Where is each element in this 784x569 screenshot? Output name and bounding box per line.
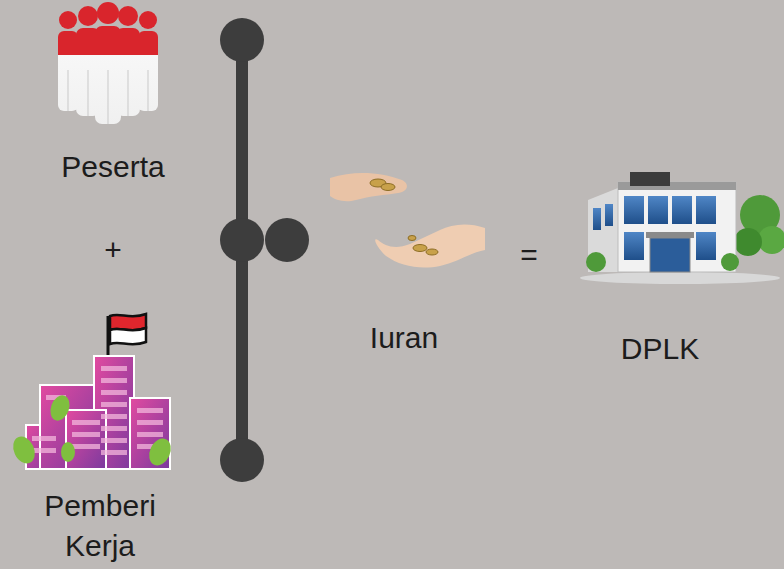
- equals-sign: =: [509, 235, 549, 275]
- company-icon: [9, 314, 175, 469]
- people-icon: [58, 2, 158, 124]
- plus-sign: +: [93, 230, 133, 270]
- office-icon: [580, 172, 784, 284]
- employer-label: Pemberi Kerja: [25, 486, 175, 566]
- hands-coins-icon: [330, 173, 485, 268]
- contribution-label: Iuran: [344, 318, 464, 358]
- participant-label: Peserta: [33, 147, 193, 187]
- timeline: [220, 18, 309, 482]
- fund-label: DPLK: [590, 329, 730, 369]
